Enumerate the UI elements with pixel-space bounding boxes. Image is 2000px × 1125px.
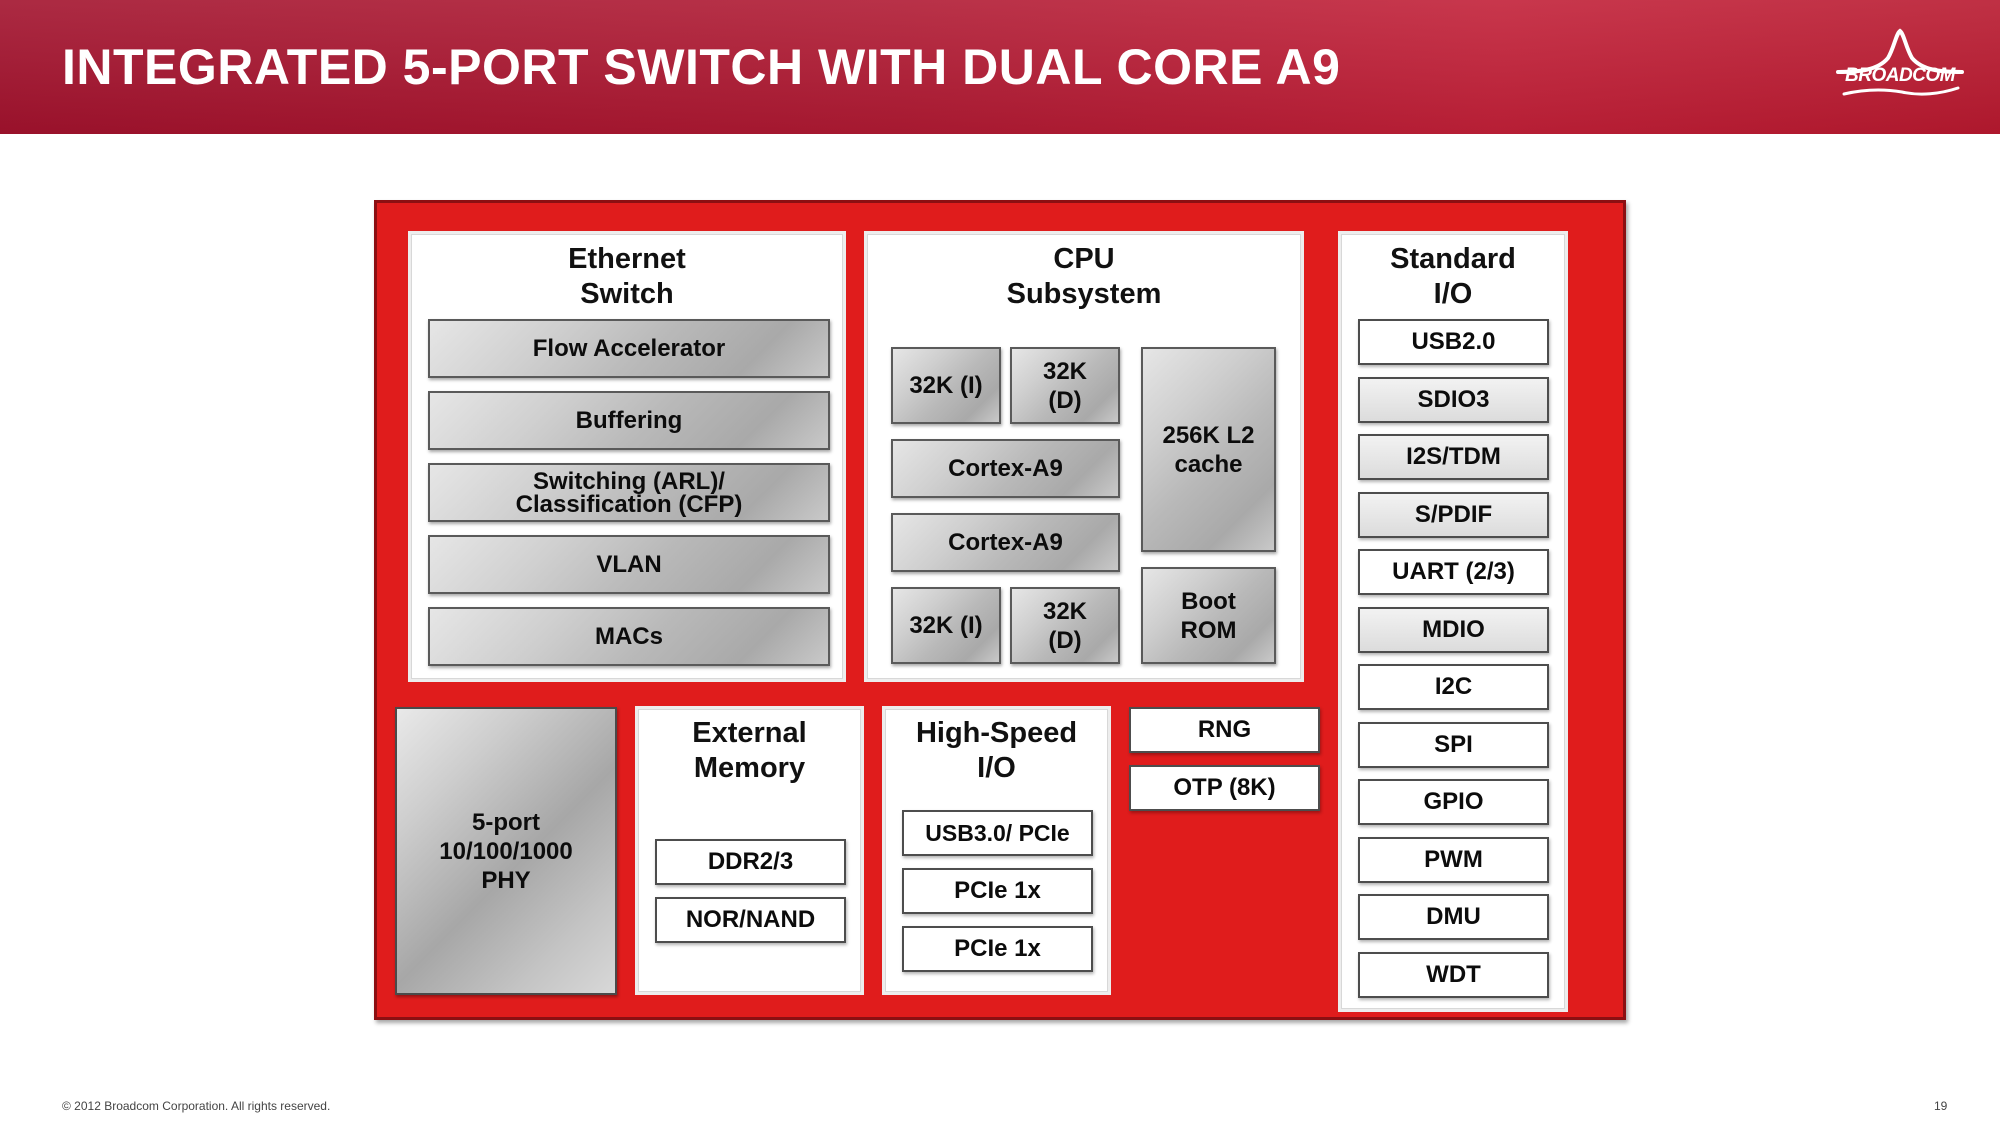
vlan-block: VLAN <box>428 535 830 594</box>
spi-item: SPI <box>1358 722 1549 768</box>
i2c-item: I2C <box>1358 664 1549 710</box>
spdif-item: S/PDIF <box>1358 492 1549 538</box>
sdio3-item: SDIO3 <box>1358 377 1549 423</box>
dcache-top-line1: 32K <box>1042 357 1088 385</box>
logo-text: BROADCOM <box>1845 65 1956 86</box>
ethernet-switch-title-line1: Ethernet <box>568 243 686 275</box>
boot-rom-line1: Boot <box>1181 587 1236 615</box>
wdt-item: WDT <box>1358 952 1549 998</box>
rng-item: RNG <box>1129 707 1320 753</box>
standard-io-title-line1: Standard <box>1390 243 1516 275</box>
boot-rom-line2: ROM <box>1180 616 1237 644</box>
usb2-item: USB2.0 <box>1358 319 1549 365</box>
dcache-bottom-line1: 32K <box>1042 597 1088 625</box>
macs-block: MACs <box>428 607 830 666</box>
l2-cache-line2: cache <box>1174 450 1243 478</box>
high-speed-io-title: High-Speed I/O <box>885 716 1108 786</box>
flow-accelerator-block: Flow Accelerator <box>428 319 830 378</box>
mdio-item: MDIO <box>1358 607 1549 653</box>
icache-top-block: 32K (I) <box>891 347 1001 424</box>
broadcom-logo: BROADCOM <box>1830 28 1970 103</box>
usb3-pcie-item: USB3.0/ PCIe <box>902 810 1093 856</box>
slide-title: INTEGRATED 5-PORT SWITCH WITH DUAL CORE … <box>62 39 1341 95</box>
high-speed-io-title-line2: I/O <box>977 752 1016 784</box>
uart-item: UART (2/3) <box>1358 549 1549 595</box>
banner-sheen <box>0 0 2000 134</box>
pcie-1x-item-2: PCIe 1x <box>902 926 1093 972</box>
l2-cache-line1: 256K L2 <box>1162 421 1255 449</box>
phy-line2: 10/100/1000 <box>439 837 573 865</box>
external-memory-title-line1: External <box>692 717 807 749</box>
icache-bottom-block: 32K (I) <box>891 587 1001 664</box>
l2-cache-block: 256K L2 cache <box>1141 347 1276 552</box>
i2s-tdm-item: I2S/TDM <box>1358 434 1549 480</box>
standard-io-panel: Standard I/O USB2.0 SDIO3 I2S/TDM S/PDIF… <box>1338 231 1568 1012</box>
cpu-subsystem-title: CPU Subsystem <box>867 242 1301 312</box>
pwm-item: PWM <box>1358 837 1549 883</box>
high-speed-io-panel: High-Speed I/O USB3.0/ PCIe PCIe 1x PCIe… <box>882 706 1111 995</box>
phy-line3: PHY <box>481 866 531 894</box>
dcache-top-block: 32K (D) <box>1010 347 1120 424</box>
footer-copyright: © 2012 Broadcom Corporation. All rights … <box>62 1099 331 1113</box>
phy-line1: 5-port <box>472 808 540 836</box>
dcache-bottom-line2: (D) <box>1048 626 1082 654</box>
external-memory-panel: External Memory DDR2/3 NOR/NAND <box>635 706 864 995</box>
classification-line: Classification (CFP) <box>515 490 743 518</box>
nor-nand-item: NOR/NAND <box>655 897 846 943</box>
dcache-top-line2: (D) <box>1048 386 1082 414</box>
gpio-item: GPIO <box>1358 779 1549 825</box>
external-memory-title-line2: Memory <box>693 752 806 784</box>
standard-io-title: Standard I/O <box>1341 242 1565 312</box>
pcie-1x-item-1: PCIe 1x <box>902 868 1093 914</box>
boot-rom-block: Boot ROM <box>1141 567 1276 664</box>
cpu-subsystem-title-line2: Subsystem <box>1006 278 1162 310</box>
cpu-subsystem-panel: CPU Subsystem 32K (I) 32K (D) Cortex-A9 … <box>864 231 1304 682</box>
standard-io-title-line2: I/O <box>1433 278 1473 310</box>
header-banner: INTEGRATED 5-PORT SWITCH WITH DUAL CORE … <box>0 0 2000 134</box>
high-speed-io-title-line1: High-Speed <box>915 717 1078 749</box>
dmu-item: DMU <box>1358 894 1549 940</box>
switching-classification-block: Switching (ARL)/ Classification (CFP) <box>428 463 830 522</box>
switching-line: Switching (ARL)/ <box>533 467 725 495</box>
footer-page-number: 19 <box>1934 1099 1948 1113</box>
otp-item: OTP (8K) <box>1129 765 1320 811</box>
external-memory-title: External Memory <box>638 716 861 786</box>
soc-block-diagram: Ethernet Switch Flow Accelerator Bufferi… <box>374 200 1626 1020</box>
ddr-item: DDR2/3 <box>655 839 846 885</box>
broadcom-logo-wave-icon <box>1836 28 1964 96</box>
dcache-bottom-block: 32K (D) <box>1010 587 1120 664</box>
phy-block: 5-port 10/100/1000 PHY <box>395 707 617 995</box>
buffering-block: Buffering <box>428 391 830 450</box>
cortex-a9-core-1-block: Cortex-A9 <box>891 439 1120 498</box>
cpu-subsystem-title-line1: CPU <box>1053 243 1115 275</box>
ethernet-switch-title-line2: Switch <box>580 278 674 310</box>
cortex-a9-core-2-block: Cortex-A9 <box>891 513 1120 572</box>
ethernet-switch-title: Ethernet Switch <box>411 242 843 312</box>
ethernet-switch-panel: Ethernet Switch Flow Accelerator Bufferi… <box>408 231 846 682</box>
